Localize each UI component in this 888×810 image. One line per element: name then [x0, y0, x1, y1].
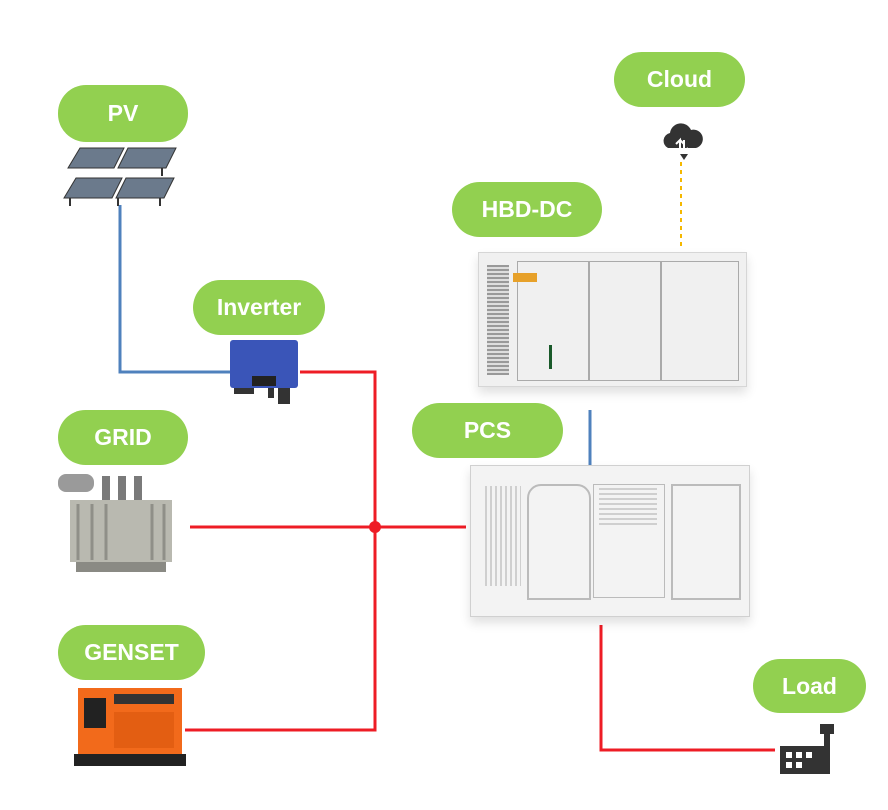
pcs-label: PCS [412, 403, 563, 458]
cloud-upload-download-icon [663, 123, 703, 160]
factory-building-icon [780, 724, 834, 774]
ess-decal [549, 345, 580, 369]
vent-grille [487, 265, 509, 375]
transformer-icon [58, 474, 172, 572]
door [593, 484, 665, 598]
vent-grille [599, 488, 657, 528]
bus-junction-dot [369, 521, 381, 533]
inverter-label: Inverter [193, 280, 325, 335]
hbd-dc-label: HBD-DC [452, 182, 602, 237]
door [517, 261, 589, 381]
load-label: Load [753, 659, 866, 713]
hbd-dc-battery-container [478, 252, 747, 387]
pv-inverter-dc-line [118, 205, 232, 374]
vent-grille [485, 486, 521, 586]
solar-panel-icon [63, 147, 177, 206]
cloud-label: Cloud [614, 52, 745, 107]
frame [671, 484, 741, 600]
inverter-icon [230, 340, 298, 404]
grid-label: GRID [58, 410, 188, 465]
brand-logo [513, 273, 537, 282]
door [589, 261, 661, 381]
door [527, 484, 591, 600]
genset-label: GENSET [58, 625, 205, 680]
pv-label: PV [58, 85, 188, 142]
pcs-container [470, 465, 750, 617]
pcs-load-ac-line [599, 625, 775, 752]
genset-icon [74, 688, 186, 766]
inverter-bus-ac-line [185, 370, 377, 732]
door [661, 261, 739, 381]
